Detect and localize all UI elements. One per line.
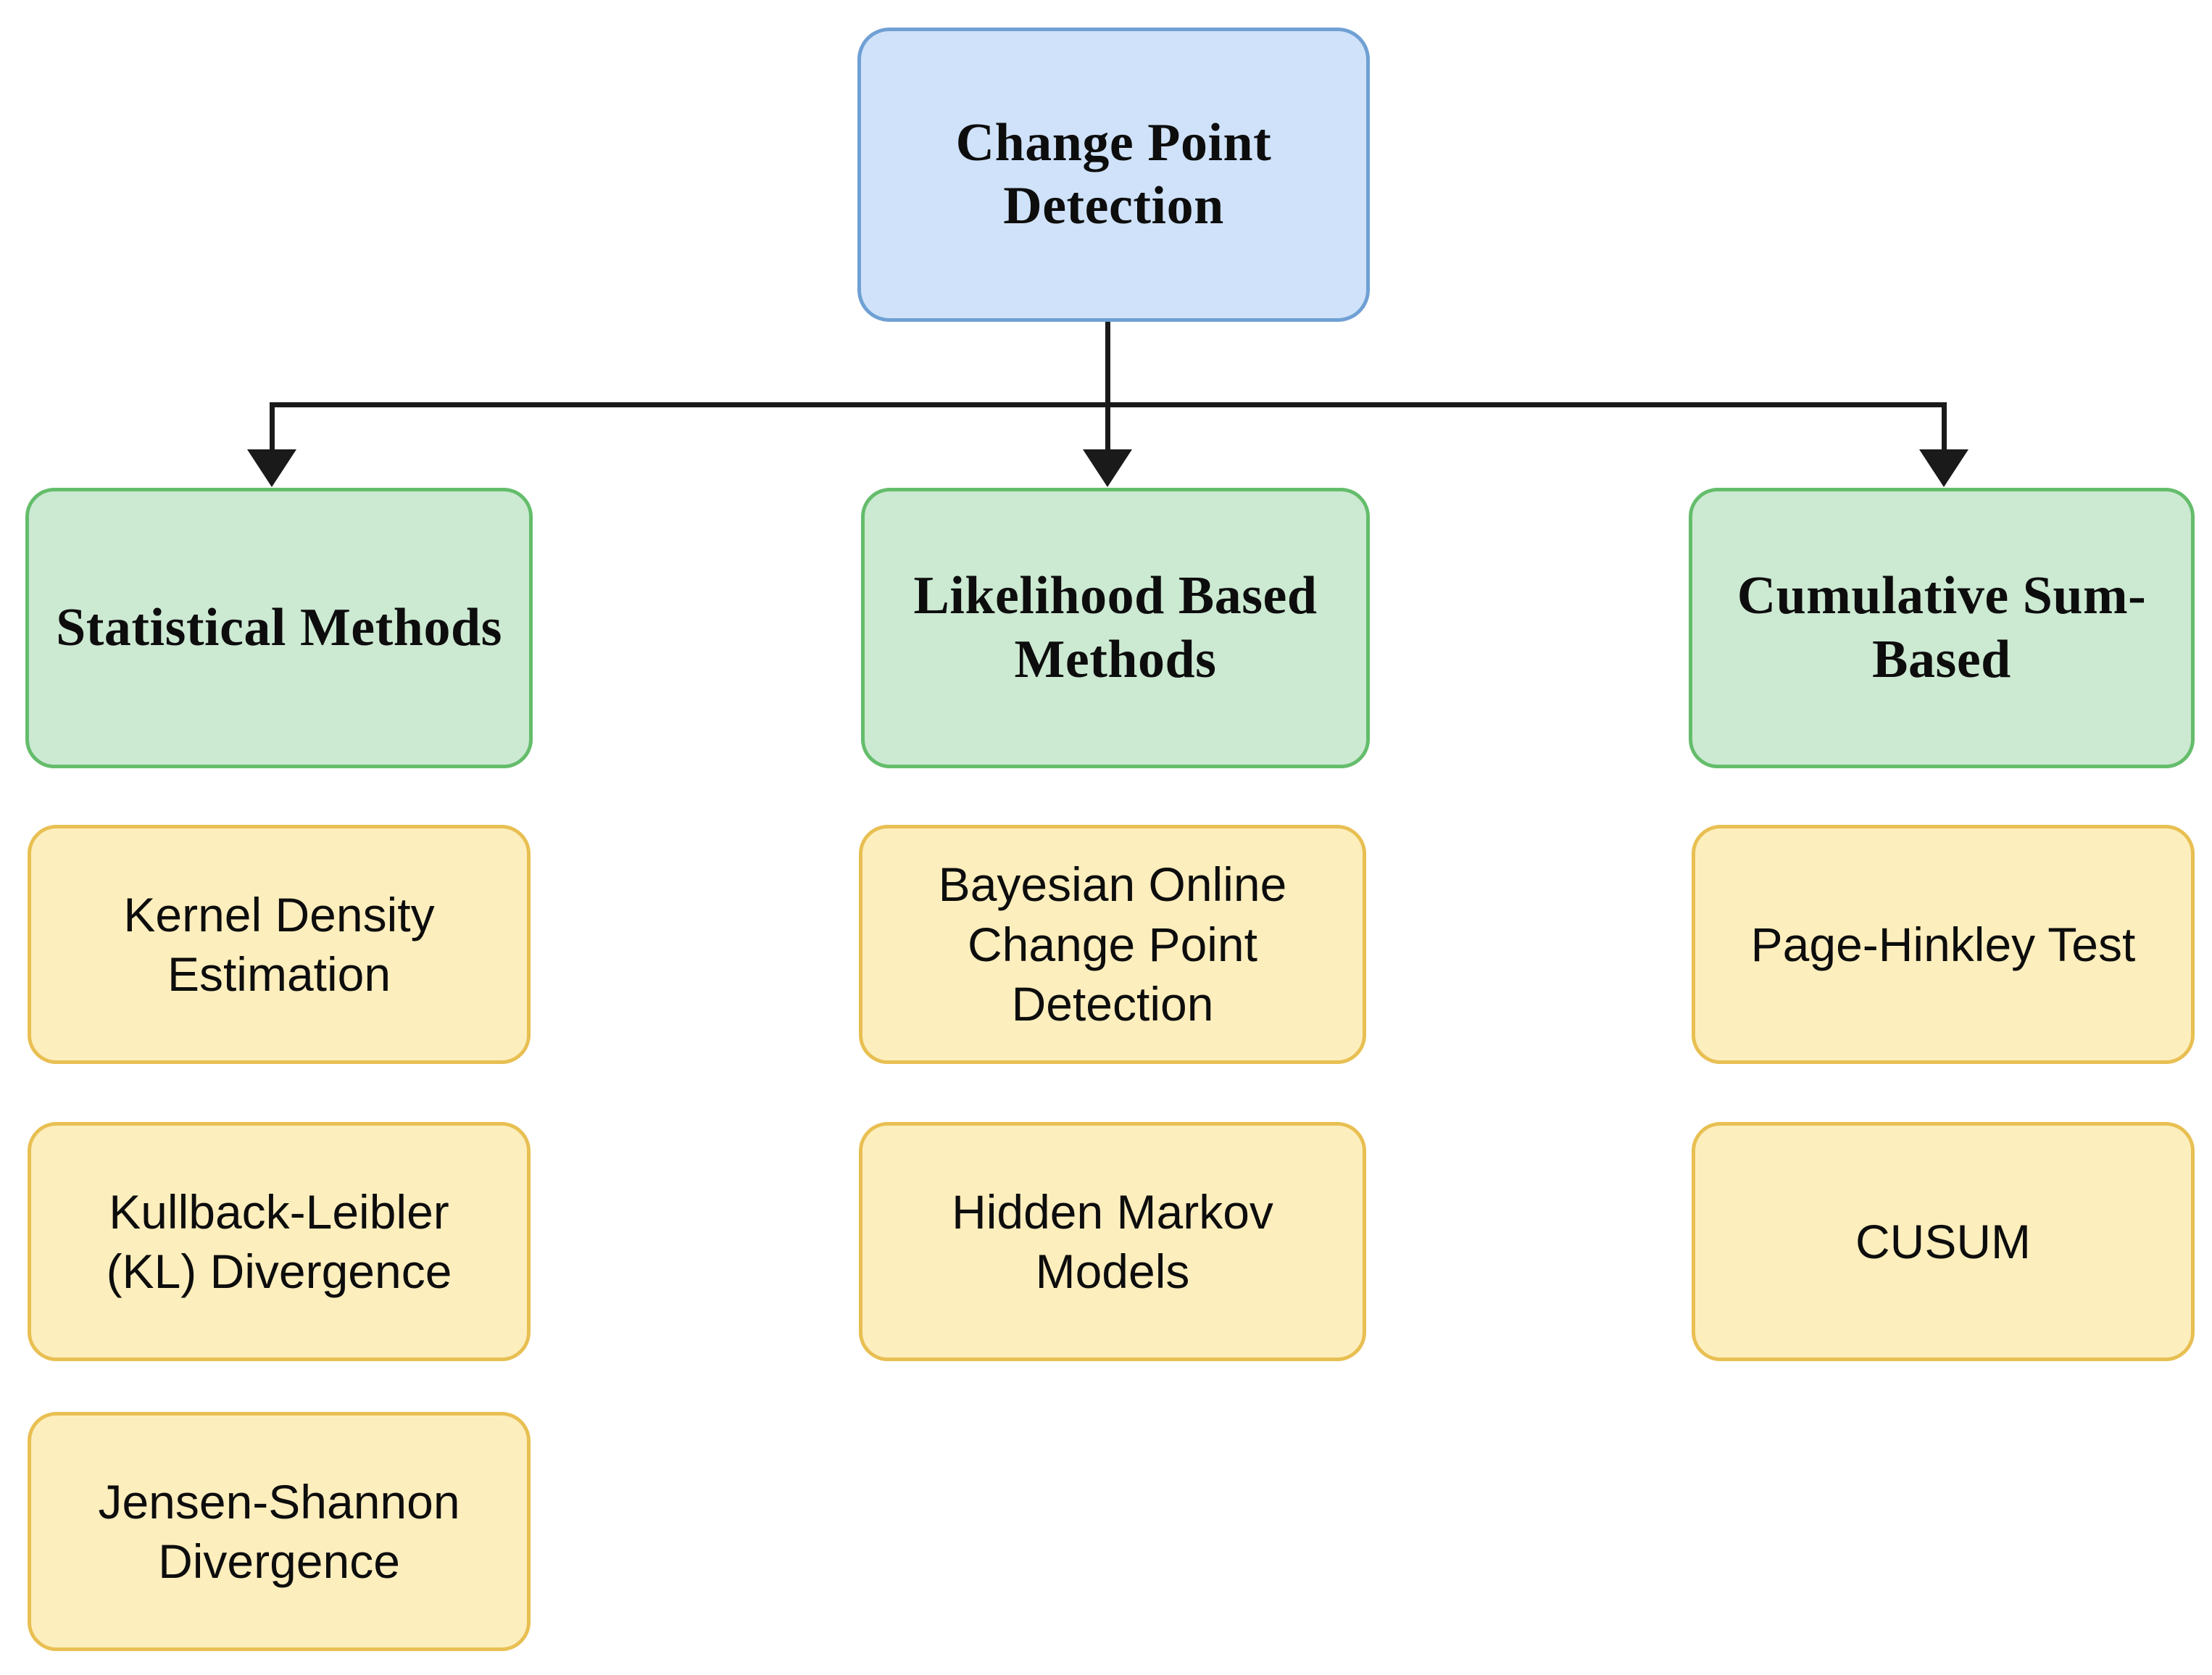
node-label: Bayesian Online Change Point Detection: [938, 857, 1287, 1031]
node-label: Cumulative Sum- Based: [1737, 566, 2147, 689]
node-cumulative-sum-based[interactable]: Cumulative Sum- Based: [1689, 488, 2195, 768]
node-jensen-shannon-divergence[interactable]: Jensen-Shannon Divergence: [28, 1412, 531, 1651]
arrowhead-left: [247, 449, 296, 487]
node-hidden-markov-models[interactable]: Hidden Markov Models: [859, 1122, 1366, 1361]
node-label: Kernel Density Estimation: [123, 887, 435, 1002]
node-label: Hidden Markov Models: [952, 1184, 1273, 1299]
node-kullback-leibler-divergence[interactable]: Kullback-Leibler (KL) Divergence: [28, 1122, 531, 1361]
node-cusum[interactable]: CUSUM: [1692, 1122, 2195, 1361]
node-label: CUSUM: [1855, 1214, 2031, 1268]
connector-branch-left: [270, 402, 275, 452]
node-label: Jensen-Shannon Divergence: [98, 1474, 460, 1589]
node-label: Change Point Detection: [955, 112, 1272, 236]
node-label: Statistical Methods: [56, 597, 502, 657]
node-change-point-detection[interactable]: Change Point Detection: [857, 28, 1370, 322]
arrowhead-right: [1919, 449, 1968, 487]
arrowhead-center: [1083, 449, 1132, 487]
connector-branch-right: [1942, 402, 1947, 452]
connector-root-stem: [1105, 322, 1110, 407]
node-bayesian-online-change-point-detection[interactable]: Bayesian Online Change Point Detection: [859, 825, 1366, 1064]
node-likelihood-based-methods[interactable]: Likelihood Based Methods: [861, 488, 1370, 768]
connector-branch-center: [1105, 402, 1110, 452]
node-label: Kullback-Leibler (KL) Divergence: [106, 1184, 452, 1299]
node-kernel-density-estimation[interactable]: Kernel Density Estimation: [28, 825, 531, 1064]
node-label: Likelihood Based Methods: [913, 566, 1318, 689]
node-label: Page-Hinkley Test: [1750, 917, 2136, 971]
node-statistical-methods[interactable]: Statistical Methods: [25, 488, 533, 768]
node-page-hinkley-test[interactable]: Page-Hinkley Test: [1692, 825, 2195, 1064]
